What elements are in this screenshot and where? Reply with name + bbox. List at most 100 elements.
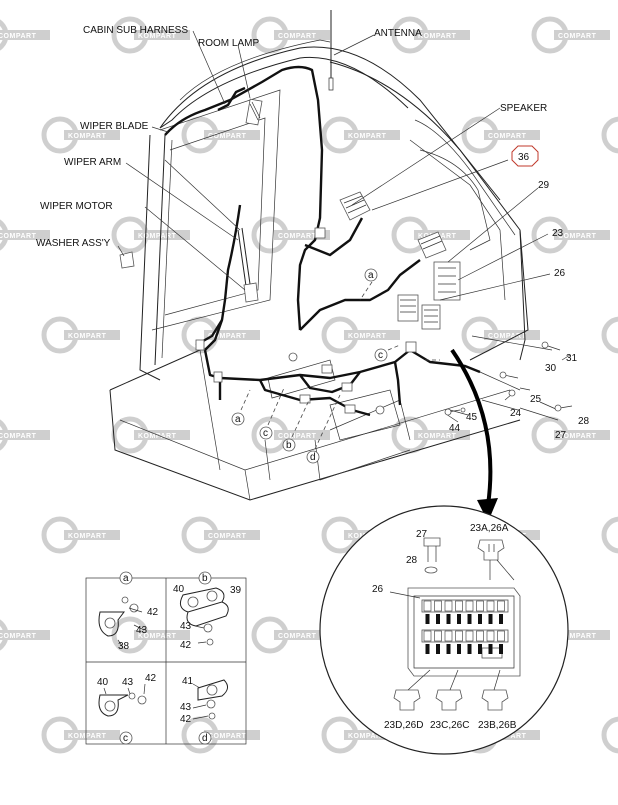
part-num-30: 30 (545, 363, 557, 374)
label-washer-assy: WASHER ASS'Y (36, 238, 111, 249)
detail-part-27: 27 (416, 529, 428, 540)
section-c-right: c (378, 350, 383, 361)
section-a-bottom: a (235, 414, 241, 425)
fuse-blade (446, 644, 451, 654)
svg-text:COMPART: COMPART (558, 233, 597, 240)
room-lamp (245, 98, 263, 126)
fuse-blade (488, 614, 493, 624)
section-b-bottom: b (286, 440, 292, 451)
clamp-a-letter: a (123, 573, 129, 584)
fuse-blade (457, 614, 461, 624)
detail-fuse-23b: 23B,26B (478, 720, 517, 731)
svg-text:KOMPART: KOMPART (418, 33, 457, 40)
fuse-blade (457, 644, 461, 654)
fuse-box-detail: 27 28 26 23A,26A 23D,26D 23C,26C 23B,26B (319, 505, 569, 755)
loose-hardware (444, 341, 573, 416)
watermark-logo: KOMPART (601, 316, 618, 354)
fuse-slot (476, 600, 484, 612)
fuse-slot (486, 600, 495, 612)
fuse-slot (434, 630, 442, 642)
watermark-logo: COMPART (0, 219, 50, 251)
fuse-blade (446, 614, 451, 624)
detail-fuse-23c: 23C,26C (430, 720, 469, 731)
label-wiper-motor: WIPER MOTOR (40, 201, 113, 212)
clamp-detail-grid: a 42 43 38 b 40 39 43 42 c 40 43 42 (85, 571, 247, 745)
svg-text:COMPART: COMPART (278, 33, 317, 40)
watermark-logo: COMPART (251, 416, 330, 454)
watermark-logo: KOMPART (41, 516, 120, 554)
watermark-logo: COMPART (181, 116, 260, 154)
svg-text:COMPART: COMPART (0, 33, 37, 40)
watermark-logo: KOMPART (111, 416, 190, 454)
watermark-logo: KOMPART (601, 116, 618, 154)
svg-text:COMPART: COMPART (278, 633, 317, 640)
part-num-44: 44 (449, 423, 461, 434)
watermark-logo: KOMPART (321, 316, 400, 354)
fuse-slot (455, 630, 463, 642)
clamp-d-letter: d (202, 733, 208, 744)
watermark-logo: COMPART (251, 216, 330, 254)
svg-text:KOMPART: KOMPART (68, 133, 107, 140)
svg-text:COMPART: COMPART (278, 433, 317, 440)
clamp-d-part-43: 43 (180, 702, 192, 713)
watermark-logo: COMPART (181, 516, 260, 554)
svg-text:COMPART: COMPART (208, 133, 247, 140)
section-a-top: a (368, 270, 374, 281)
part-num-26: 26 (554, 268, 566, 279)
clamp-d-part-42: 42 (180, 714, 192, 725)
fuse-blade (488, 644, 493, 654)
svg-text:KOMPART: KOMPART (348, 733, 387, 740)
watermark-logo: COMPART (0, 619, 50, 651)
watermark-logo: COMPART (0, 19, 50, 51)
detail-fuse-23a: 23A,26A (470, 523, 509, 534)
svg-text:KOMPART: KOMPART (68, 533, 107, 540)
watermark-logo: COMPART (251, 616, 330, 654)
watermark-logo: COMPART (461, 116, 540, 154)
detail-part-28: 28 (406, 555, 418, 566)
label-wiper-blade: WIPER BLADE (80, 121, 149, 132)
clamp-c-letter: c (123, 733, 128, 744)
fuse-slot (465, 600, 474, 612)
watermark-logo: COMPART (251, 16, 330, 54)
watermark-logo: COMPART (0, 419, 50, 451)
clamp-a-part-42: 42 (147, 607, 159, 618)
svg-text:COMPART: COMPART (208, 533, 247, 540)
clamp-a-part-38: 38 (118, 641, 130, 652)
fuse-blade (425, 614, 430, 624)
fuse-slot (476, 630, 484, 642)
part-num-27: 27 (555, 430, 567, 441)
clamp-c-part-43: 43 (122, 677, 134, 688)
watermark-logo: COMPART (181, 316, 260, 354)
svg-text:COMPART: COMPART (0, 433, 37, 440)
watermark-logo: KOMPART (41, 116, 120, 154)
clamp-b-part-43: 43 (180, 621, 192, 632)
part-num-23: 23 (552, 228, 564, 239)
svg-text:COMPART: COMPART (278, 233, 317, 240)
watermark-logo: KOMPART (601, 716, 618, 754)
fuse-blade (436, 644, 440, 654)
fuse-slot (434, 600, 442, 612)
fuse-slot (444, 630, 453, 642)
fuse-slot (423, 630, 432, 642)
detail-arrow (450, 348, 498, 522)
harness-connectors (195, 227, 417, 415)
part-num-24: 24 (510, 408, 522, 419)
svg-text:KOMPART: KOMPART (348, 333, 387, 340)
callout-labels: CABIN SUB HARNESS ROOM LAMP ANTENNA WIPE… (36, 25, 547, 249)
clamp-b-part-39: 39 (230, 585, 242, 596)
svg-text:KOMPART: KOMPART (138, 433, 177, 440)
clamp-b-part-42: 42 (180, 640, 192, 651)
fuse-blade (499, 644, 503, 654)
section-c-bottom: c (263, 428, 268, 439)
fuse-box-in-cab (397, 261, 461, 330)
detail-part-26: 26 (372, 584, 384, 595)
svg-text:KOMPART: KOMPART (138, 233, 177, 240)
label-room-lamp: ROOM LAMP (198, 38, 259, 49)
svg-text:COMPART: COMPART (0, 233, 37, 240)
svg-text:COMPART: COMPART (488, 333, 527, 340)
fuse-slots (423, 600, 505, 654)
fuse-blade (425, 644, 430, 654)
svg-text:KOMPART: KOMPART (418, 433, 457, 440)
watermark-logo: KOMPART (41, 316, 120, 354)
leader-lines (117, 30, 559, 423)
